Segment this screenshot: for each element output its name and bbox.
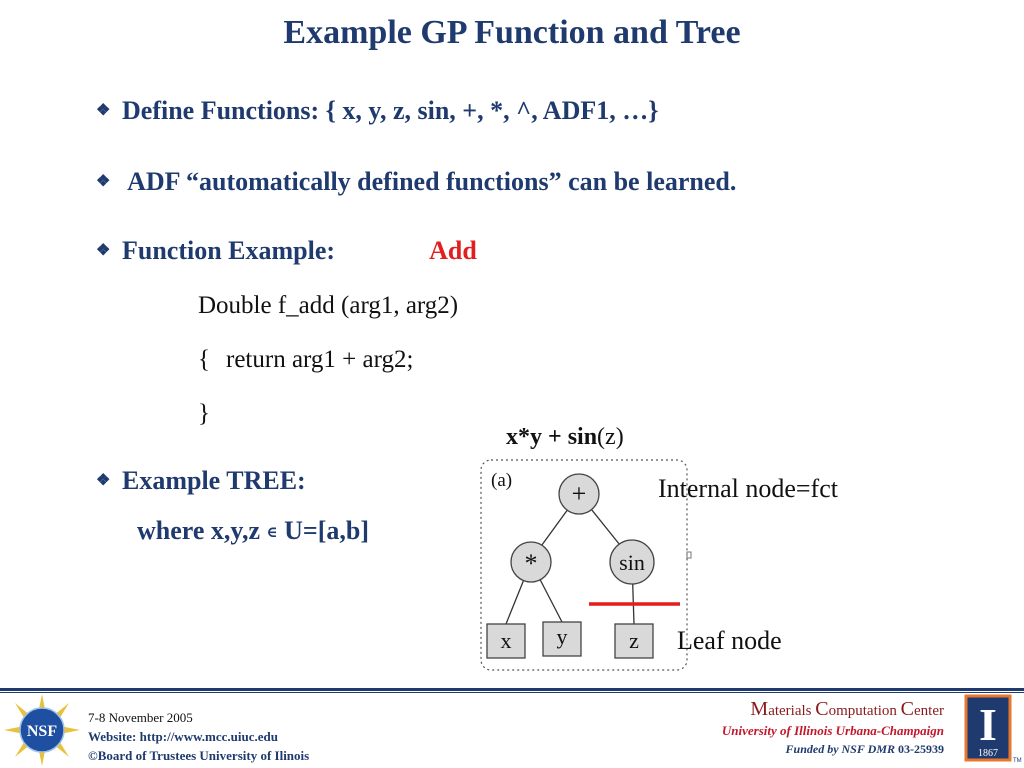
diamond-bullet-icon: ❖ [96, 472, 111, 489]
diamond-bullet-icon: ❖ [96, 173, 111, 190]
bullet-adf: ❖ ADF “automatically defined functions” … [96, 167, 737, 196]
slide-title: Example GP Function and Tree [283, 14, 741, 51]
footer-left-info: 7-8 November 2005 Website: http://www.mc… [88, 708, 309, 765]
tree-leaf-node [486, 623, 526, 659]
bullet-example-tree: ❖Example TREE: [96, 466, 306, 495]
tree-internal-label: * [525, 549, 538, 578]
code-line-body: {return arg1 + arg2; [198, 346, 414, 373]
code-line-close: } [198, 400, 210, 427]
tree-leaf-node [614, 623, 654, 659]
tree-internal-node [510, 541, 552, 583]
nsf-logo-text: NSF [27, 723, 57, 740]
tree-leaf-label: x [501, 628, 512, 653]
tree-root-label: + [572, 479, 587, 508]
bullet-define-functions: ❖Define Functions: { x, y, z, sin, +, *,… [96, 96, 659, 125]
tree-panel-frame [480, 459, 688, 671]
code-line-signature: Double f_add (arg1, arg2) [198, 292, 459, 319]
footer-divider [0, 688, 1024, 691]
footer-copyright: ©Board of Trustees University of Ilinois [88, 748, 310, 763]
nsf-logo: NSF [4, 694, 80, 766]
tree-leaf-node [542, 621, 582, 657]
uiuc-logo-letter: I [979, 699, 997, 750]
leaf-node-annotation: Leaf node [677, 626, 782, 655]
nsf-logo-globe [20, 708, 64, 752]
footer-funding: Funded by NSF DMR 03-25939 [785, 742, 944, 756]
tree-panel-label: (a) [491, 470, 512, 491]
tree-formula: x*y + sin(z) [506, 424, 624, 450]
tree-internal-label: sin [619, 550, 645, 575]
footer-right-info: Materials Computation Center University … [721, 698, 944, 759]
footer-center-name: Materials Computation Center [750, 698, 944, 720]
footer-university: University of Illinois Urbana-Champaign [721, 723, 944, 738]
tree-panel-handle [686, 551, 692, 559]
diamond-bullet-icon: ❖ [96, 242, 111, 259]
tree-internal-node [609, 539, 655, 585]
uiuc-logo-tm: TM [1013, 758, 1022, 764]
uiuc-logo: I 1867 TM [964, 694, 1022, 764]
domain-statement: where x,y,z ∈ U=[a,b] [137, 516, 369, 545]
tree-leaf-label: y [557, 624, 568, 649]
tree-leaf-label: z [629, 628, 639, 653]
diamond-bullet-icon: ❖ [96, 102, 111, 119]
uiuc-logo-year: 1867 [978, 748, 998, 759]
footer-date: 7-8 November 2005 [88, 710, 193, 725]
highlight-add: Add [429, 236, 477, 265]
bullet-function-example: ❖Function Example:Add [96, 236, 477, 265]
footer-divider-thin [0, 692, 1024, 693]
gp-tree-diagram: (a) + * sin x y z [480, 459, 692, 671]
internal-node-annotation: Internal node=fct [658, 474, 838, 503]
footer-website-link[interactable]: Website: http://www.mcc.uiuc.edu [88, 729, 278, 744]
tree-root-node [558, 473, 600, 515]
uiuc-logo-badge [964, 694, 1012, 762]
